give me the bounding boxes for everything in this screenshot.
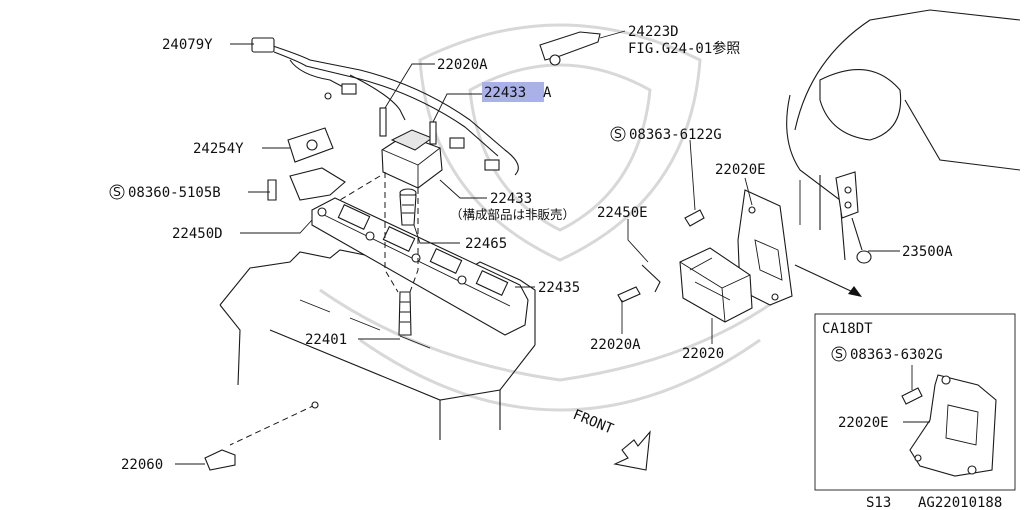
spark-plug-22401: [398, 291, 412, 336]
bolts: [617, 209, 705, 303]
label-22020a-top: 22020A: [437, 57, 488, 73]
label-22433: 22433: [490, 191, 532, 207]
body-panel: [786, 9, 1021, 261]
label-22433a-suffix: A: [543, 85, 552, 101]
label-24079y: 24079Y: [162, 37, 213, 53]
cover-24254y: [287, 127, 334, 163]
inset-arrow: [794, 264, 856, 294]
part-labels: 24079Y 22020A 24223D FIG.G24-01参照 22433 …: [109, 24, 953, 473]
alignment-lines: [229, 172, 419, 446]
label-22060: 22060: [121, 457, 163, 473]
label-22450d: 22450D: [172, 226, 223, 242]
label-22465: 22465: [465, 236, 507, 252]
ignition-coil-22433: [379, 107, 443, 189]
inset-engine-label: CA18DT: [822, 321, 873, 337]
label-front: FRONT: [571, 407, 617, 438]
label-08360-5105b: 08360-5105B: [128, 185, 221, 201]
inset-arrow-head: [848, 286, 862, 297]
label-22450e: 22450E: [597, 205, 648, 221]
s-symbol-icon-2: [610, 126, 626, 142]
highlight-22433a: [482, 82, 544, 102]
front-arrow: [613, 430, 651, 471]
s-symbol-text-3: S: [835, 346, 843, 361]
footer-model: S13: [866, 495, 891, 510]
s-symbol-text: S: [113, 184, 121, 199]
label-22020e: 22020E: [715, 162, 766, 178]
label-08363-6122g: 08363-6122G: [629, 127, 722, 143]
igniter-22020: [679, 247, 753, 323]
leader-lines: [175, 30, 900, 465]
connector-24223d: [539, 31, 601, 66]
wiring-harness: [251, 37, 519, 176]
label-22435: 22435: [538, 280, 580, 296]
inset-ca18dt: CA18DT S 08363-6302G 22020E: [814, 313, 1016, 491]
s-symbol-text-2: S: [614, 126, 622, 141]
inset-bolt: [901, 387, 923, 405]
footer-figure-code: AG22010188: [918, 495, 1002, 510]
label-22020a-bottom: 22020A: [590, 337, 641, 353]
label-22401: 22401: [305, 332, 347, 348]
label-24223d: 24223D: [628, 24, 679, 40]
inset-label-08363-6302g: 08363-6302G: [850, 347, 943, 363]
sensor-22060: [204, 401, 319, 471]
inset-label-22020e: 22020E: [838, 415, 889, 431]
inset-frame: [814, 313, 1016, 491]
label-fig-ref: FIG.G24-01参照: [628, 40, 740, 57]
inset-bracket: [909, 374, 997, 477]
coil-rail-22435: [311, 197, 529, 336]
label-not-sold-note: （構成部品は非販売）: [450, 207, 575, 222]
label-24254y: 24254Y: [193, 141, 244, 157]
bracket-22450d: [267, 167, 346, 201]
coil-boot-22465: [399, 188, 417, 226]
label-22433a-code[interactable]: 22433: [484, 85, 526, 101]
label-22020: 22020: [682, 346, 724, 362]
s-symbol-icon: [109, 184, 125, 200]
s-symbol-icon-3: [831, 346, 847, 362]
bracket-22020e: [737, 189, 793, 306]
clip-23500a: [835, 171, 872, 264]
label-23500a: 23500A: [902, 244, 953, 260]
